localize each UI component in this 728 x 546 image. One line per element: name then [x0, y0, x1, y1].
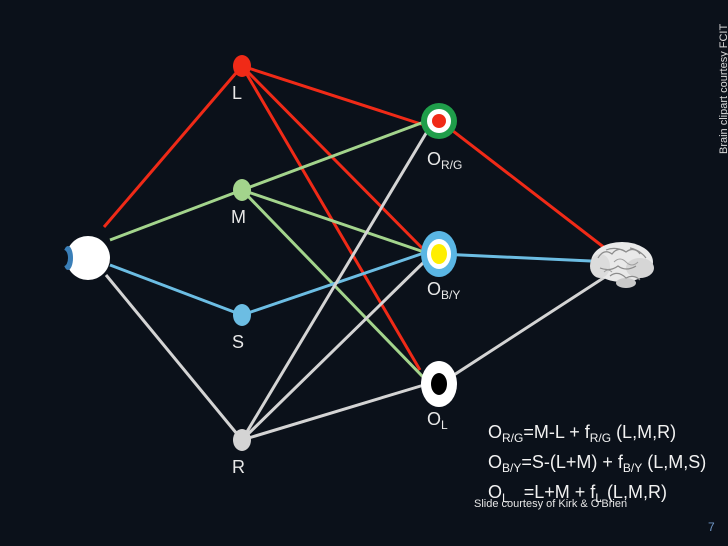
edge-eye-S	[109, 263, 243, 317]
label-S: S	[232, 332, 245, 352]
edge-L-Ol	[240, 65, 422, 371]
output-node-by	[421, 231, 457, 277]
edge-R-Org	[240, 129, 430, 441]
edge-Ol-brain	[439, 273, 609, 386]
label-L: L	[232, 83, 243, 103]
slide-credit: Slide courtesy of Kirk & O'Brien	[474, 498, 628, 510]
edge-eye-M	[109, 188, 243, 242]
edge-eye-R	[104, 274, 244, 441]
page-number: 7	[708, 520, 715, 534]
node-L	[233, 55, 251, 77]
output-node-rg	[421, 103, 457, 139]
output-node-l	[421, 361, 457, 407]
label-O-l: OL	[427, 409, 448, 432]
edge-Oby-brain	[439, 252, 613, 264]
edge-Org-brain	[439, 119, 611, 254]
label-R: R	[232, 457, 245, 477]
edge-M-Oby	[241, 188, 425, 254]
equation-rg: OR/G=M-L + fR/G (L,M,R)	[488, 422, 677, 445]
edge-S-Oby	[241, 251, 425, 317]
edge-L-Oby	[240, 64, 426, 252]
input-nodes	[233, 55, 251, 451]
equation-by: OB/Y=S-(L+M) + fB/Y (L,M,S)	[488, 452, 707, 475]
edge-eye-L	[102, 65, 244, 228]
node-R	[233, 429, 251, 451]
edge-M-Org	[241, 120, 425, 192]
node-S	[233, 304, 251, 326]
brain-credit: Brain clipart courtesy FCIT	[718, 23, 728, 154]
connections	[102, 64, 613, 442]
label-O-rg: OR/G	[427, 149, 463, 172]
label-O-by: OB/Y	[427, 279, 461, 302]
eye-icon	[60, 236, 110, 280]
equations: OR/G=M-L + fR/G (L,M,R) OB/Y=S-(L+M) + f…	[488, 420, 706, 510]
edge-R-Ol	[241, 383, 425, 442]
equation-l: OL =L+M + fL (L,M,R)	[488, 482, 667, 505]
node-M	[233, 179, 251, 201]
label-M: M	[231, 207, 246, 227]
edge-R-Oby	[240, 258, 428, 442]
brain-icon	[590, 242, 654, 288]
edge-L-Org	[241, 64, 425, 127]
